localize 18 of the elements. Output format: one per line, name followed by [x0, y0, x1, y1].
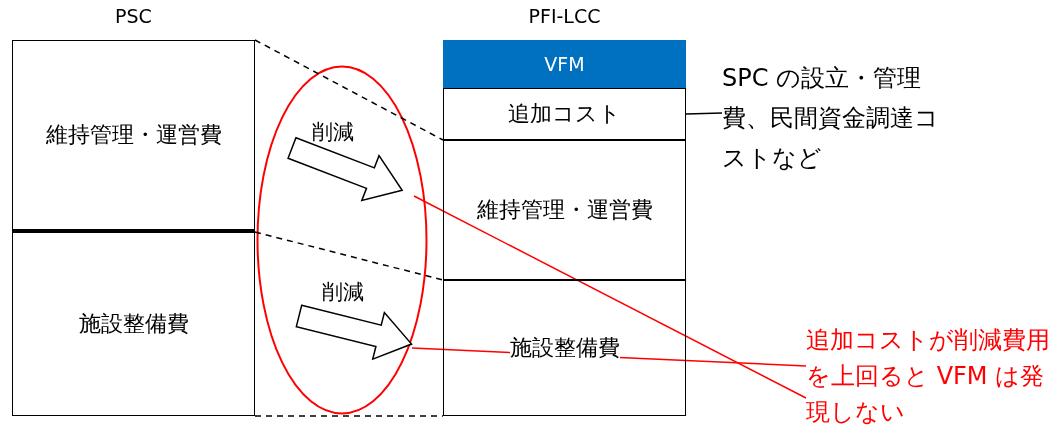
- column-heading: PFI-LCC: [527, 5, 602, 27]
- note-text: SPC の設立・管理費、民間資金調達コストなど: [722, 58, 956, 182]
- box-label: VFM: [544, 53, 585, 75]
- cost-box: [443, 140, 686, 280]
- vfm-bar: [443, 40, 686, 88]
- cost-box: [443, 88, 686, 140]
- annotation-text: 追加コストが削減費用を上回ると VFM は発現しない: [806, 322, 1054, 430]
- leader-line: [413, 195, 807, 399]
- dashed-guide-line: [254, 39, 444, 141]
- dashed-guide-line: [254, 415, 444, 417]
- cost-box: [12, 232, 255, 416]
- leader-line: [685, 112, 723, 115]
- column-heading: PSC: [114, 5, 153, 27]
- dashed-guide-line: [254, 231, 444, 281]
- reduction-label: 削減: [312, 119, 354, 146]
- cost-box: [443, 280, 686, 416]
- cost-box: [12, 40, 255, 232]
- reduction-label: 削減: [322, 279, 364, 306]
